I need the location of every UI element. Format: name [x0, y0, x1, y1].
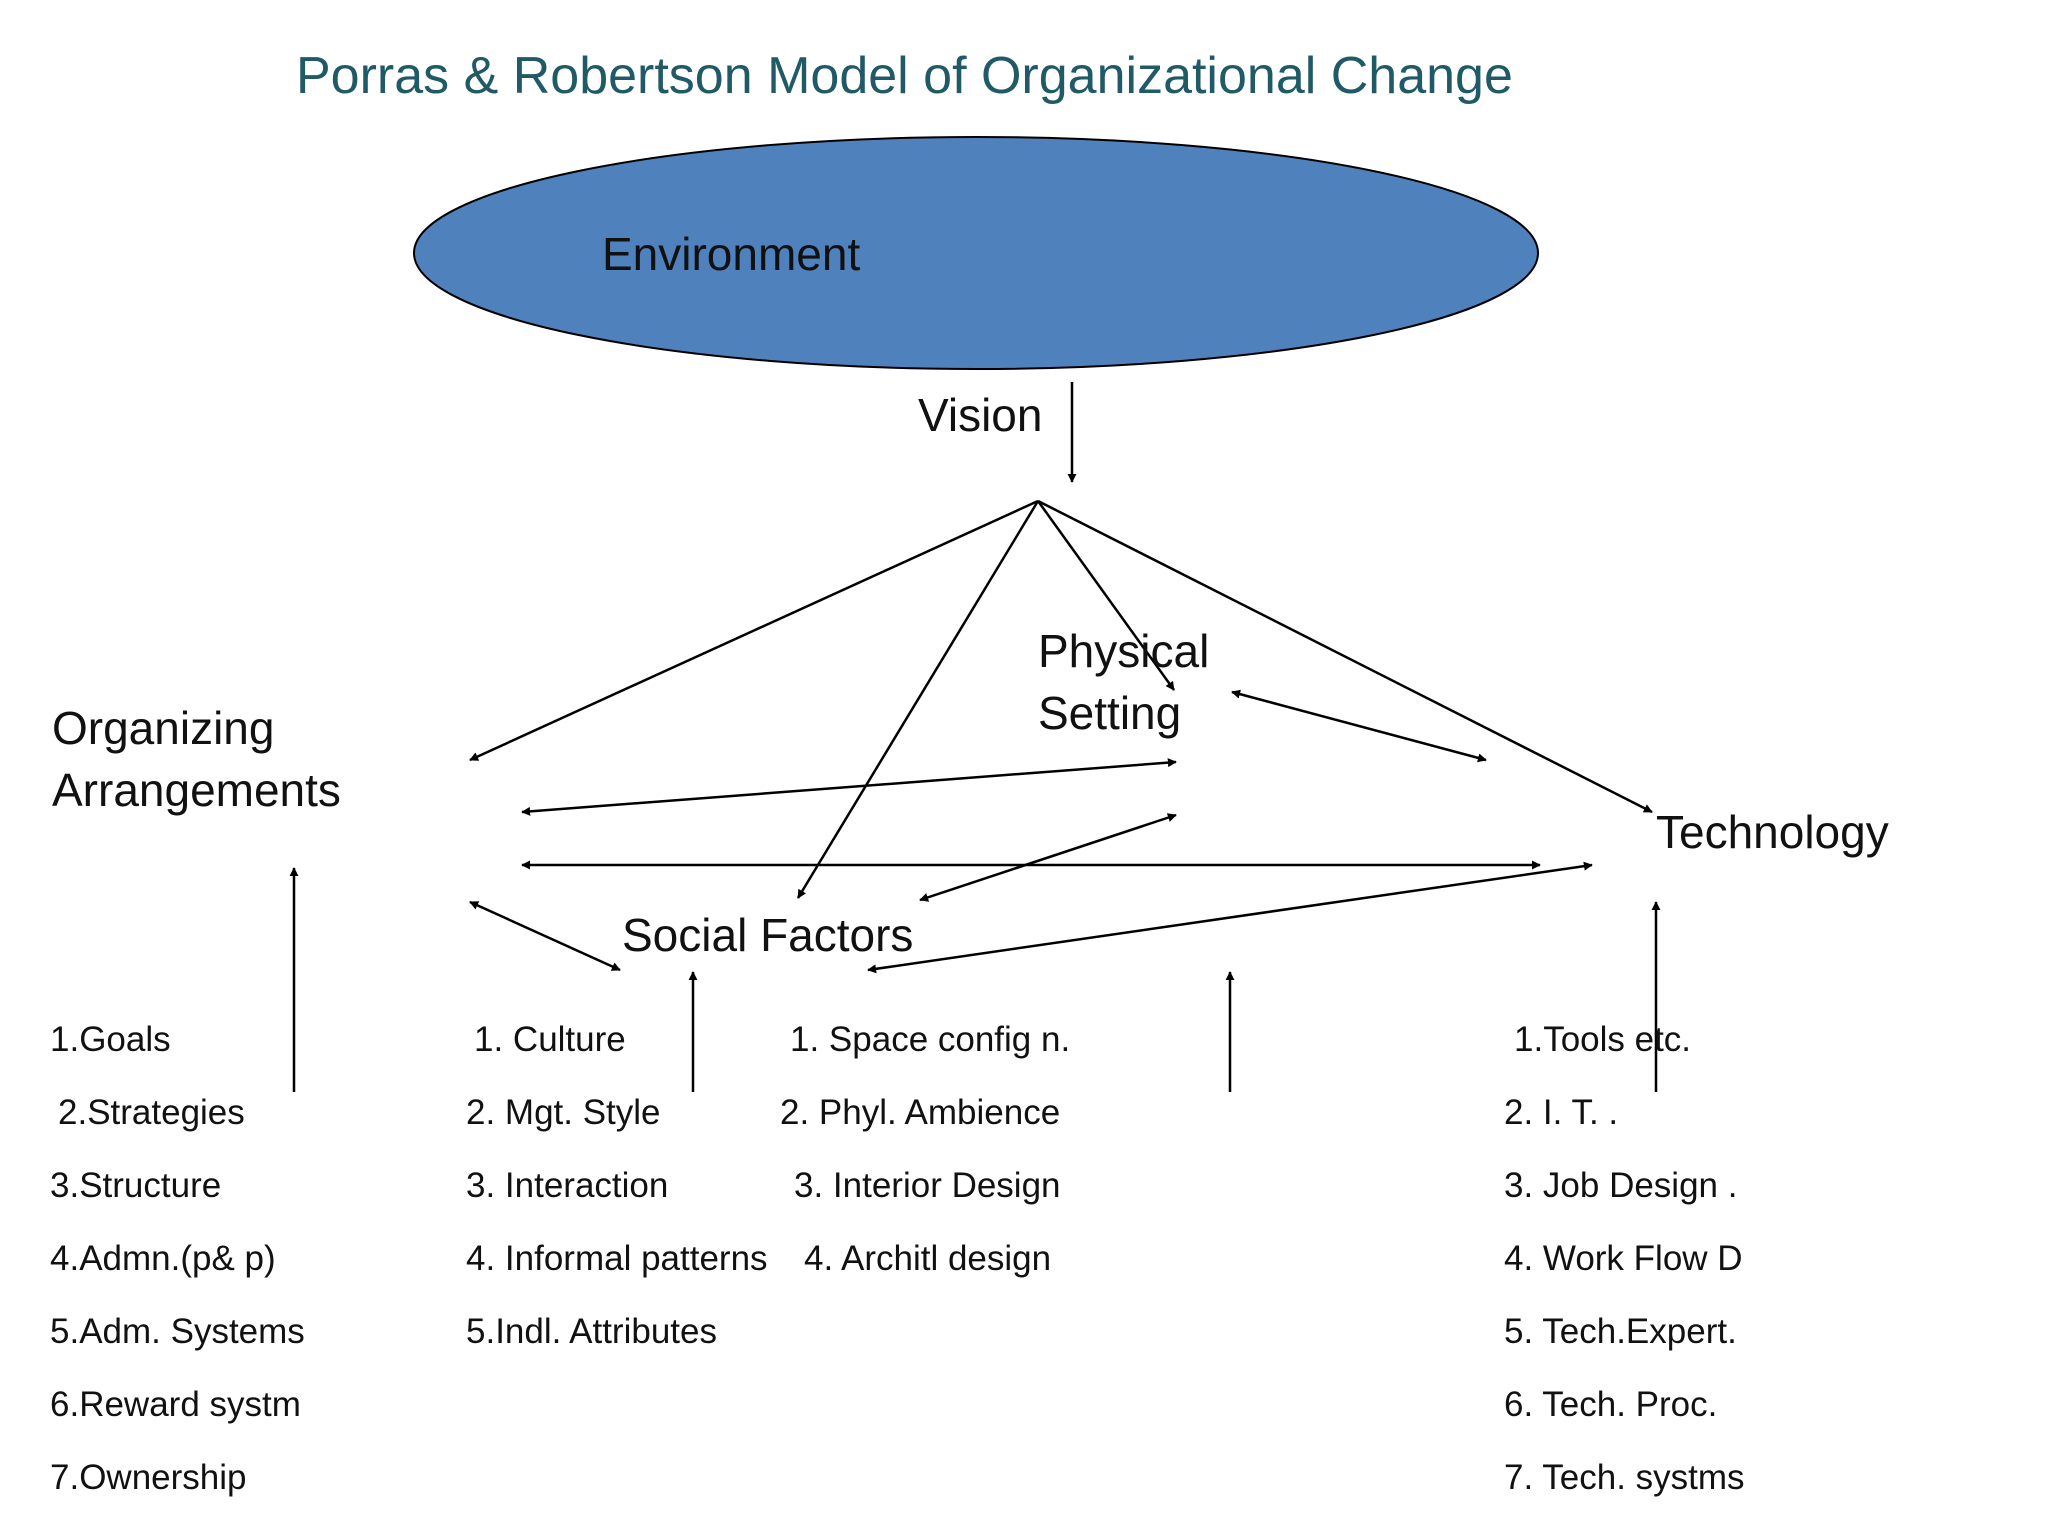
arrow-vertex-to-physical: [1036, 500, 1176, 691]
list-item: 1. Space config n.: [790, 1020, 1071, 1059]
page-title: Porras & Robertson Model of Organization…: [296, 47, 1513, 105]
list-item: 1. Culture: [474, 1020, 626, 1059]
arrow-vertex-to-organizing: [469, 499, 1039, 762]
list-item: 4.Admn.(p& p): [50, 1239, 276, 1278]
list-item: 3.Structure: [50, 1166, 222, 1205]
environment-ellipse: [413, 136, 1539, 370]
vision-label: Vision: [918, 389, 1043, 441]
social-factors-label: Social Factors: [622, 909, 914, 961]
list-item: 4. Work Flow D: [1504, 1239, 1743, 1278]
list-item: 2. I. T. .: [1504, 1093, 1619, 1132]
list-item: 3. Job Design .: [1504, 1166, 1738, 1205]
list-item: 6.Reward systm: [50, 1385, 301, 1424]
arrow-vertex-to-social: [796, 500, 1040, 899]
list-item: 5.Adm. Systems: [50, 1312, 305, 1351]
physical-setting-label-line2: Setting: [1038, 687, 1182, 739]
environment-label: Environment: [602, 228, 861, 280]
list-item: 4. Informal patterns: [466, 1239, 768, 1278]
list-item: 3. Interaction: [466, 1166, 669, 1205]
physical-setting-label-line1: Physical: [1038, 625, 1210, 677]
list-item: 7.Ownership: [50, 1458, 247, 1497]
list-item: 6. Tech. Proc.: [1504, 1385, 1718, 1424]
list-item: 7. Tech. systms: [1504, 1458, 1745, 1497]
arrow-organizing-physical: [521, 758, 1177, 816]
arrow-social-physical: [919, 813, 1177, 902]
list-item: 1.Tools etc.: [1514, 1020, 1692, 1059]
list-item: 2.Strategies: [58, 1093, 245, 1132]
arrow-social-technology: [867, 861, 1593, 974]
list-item: 5.Indl. Attributes: [466, 1312, 717, 1351]
list-item: 4. Architl design: [804, 1239, 1052, 1278]
list-item: 3. Interior Design: [794, 1166, 1061, 1205]
arrow-physical-technology: [1231, 689, 1487, 763]
list-item: 2. Mgt. Style: [466, 1093, 661, 1132]
list-item: 2. Phyl. Ambience: [780, 1093, 1061, 1132]
list-item: 1.Goals: [50, 1020, 171, 1059]
arrow-vertex-to-technology: [1037, 499, 1653, 814]
arrow-organizing-social: [469, 900, 621, 972]
technology-label: Technology: [1656, 806, 1889, 858]
organizing-arrangements-label-line1: Organizing: [52, 702, 275, 754]
list-item: 5. Tech.Expert.: [1504, 1312, 1737, 1351]
organizing-arrangements-label-line2: Arrangements: [52, 764, 341, 816]
